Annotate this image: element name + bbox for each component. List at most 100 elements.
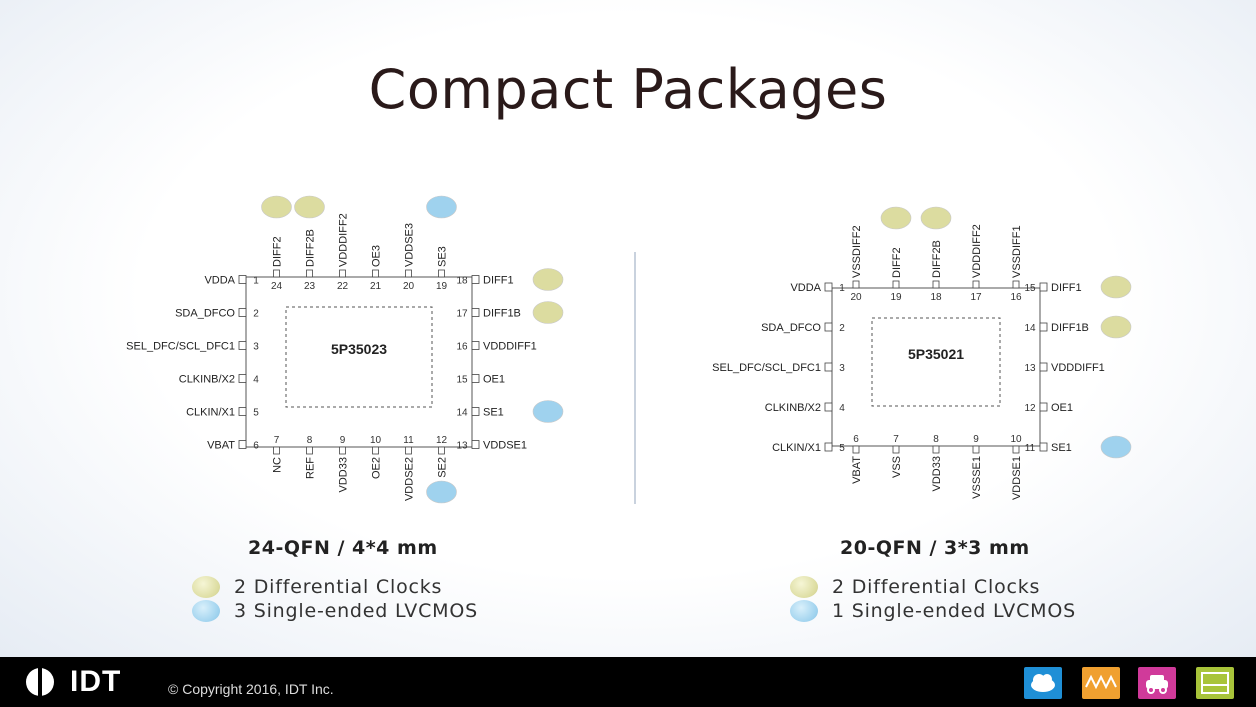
pin-label: SEL_DFC/SCL_DFC1 <box>712 362 821 374</box>
pin-pad <box>824 322 833 332</box>
pin-label: NC <box>272 457 284 473</box>
pin-label: VDD33 <box>338 457 350 492</box>
pin-pad <box>339 446 346 455</box>
pin-pad <box>273 446 280 455</box>
pin-number: 13 <box>1024 363 1036 374</box>
pin-pad <box>372 446 379 455</box>
pin-pad <box>405 446 412 455</box>
pin-label: SE1 <box>1051 442 1072 454</box>
pin-label: VDDSE1 <box>1011 456 1023 500</box>
legend-text: 2 Differential Clocks <box>832 576 1041 598</box>
pin-pad <box>1039 442 1048 452</box>
pin-number: 17 <box>456 309 468 320</box>
pin-number: 6 <box>253 441 259 452</box>
pin-label: VBAT <box>207 440 235 452</box>
package-body <box>245 276 473 448</box>
yellow-marker-icon <box>920 206 952 230</box>
pin-number: 14 <box>1024 323 1036 334</box>
pin-label: DIFF2 <box>272 236 284 267</box>
pin-number: 15 <box>1024 283 1036 294</box>
chip-part-number: 5P35021 <box>908 346 964 362</box>
pin-number: 12 <box>1024 403 1036 414</box>
pin-number: 15 <box>456 375 468 386</box>
pin-pad <box>824 362 833 372</box>
pin-label: REF <box>305 457 317 479</box>
pin-number: 19 <box>890 292 902 303</box>
pin-number: 9 <box>973 434 979 445</box>
pin-pad <box>824 402 833 412</box>
legend-item: 3 Single-ended LVCMOS <box>192 600 478 622</box>
pin-pad <box>824 442 833 452</box>
pin-pad <box>306 269 313 278</box>
die-pad <box>285 306 433 408</box>
yellow-marker-icon <box>261 195 292 219</box>
pin-pad <box>1012 445 1020 454</box>
pin-label: VBAT <box>851 456 863 484</box>
pin-label: VDDDIFF2 <box>971 224 983 278</box>
pin-pad <box>339 269 346 278</box>
pin-number: 24 <box>271 281 283 292</box>
pin-pad <box>372 269 379 278</box>
pin-pad <box>238 374 247 383</box>
pin-label: VDDSE1 <box>483 440 527 452</box>
pin-number: 18 <box>456 276 468 287</box>
pin-pad <box>972 280 980 289</box>
blue-marker-icon <box>426 480 457 504</box>
pin-pad <box>238 275 247 284</box>
pin-pad <box>471 440 480 449</box>
pin-label: SDA_DFCO <box>761 322 821 334</box>
pin-label: CLKIN/X1 <box>772 442 821 454</box>
legend-item: 2 Differential Clocks <box>192 576 442 598</box>
package-body <box>831 287 1041 447</box>
pin-label: CLKINB/X2 <box>179 374 235 386</box>
pin-number: 2 <box>253 309 259 320</box>
pin-label: DIFF2B <box>931 240 943 278</box>
divider <box>634 252 636 504</box>
legend-item: 2 Differential Clocks <box>790 576 1040 598</box>
pin-label: DIFF1B <box>483 308 521 320</box>
pin-number: 7 <box>274 435 280 446</box>
pin-pad <box>438 446 445 455</box>
pin-label: VDDDIFF1 <box>1051 362 1105 374</box>
pin-number: 17 <box>970 292 982 303</box>
blue-marker-icon <box>532 400 564 423</box>
chip-part-number: 5P35023 <box>331 341 387 357</box>
pin-number: 10 <box>1010 434 1022 445</box>
pin-label: VDDSE2 <box>404 457 416 501</box>
pin-pad <box>471 341 480 350</box>
blue-dot-icon <box>192 600 220 622</box>
pin-number: 4 <box>253 375 259 386</box>
pin-label: VDDSE3 <box>404 223 416 267</box>
pin-label: SDA_DFCO <box>175 308 235 320</box>
pin-pad <box>852 445 860 454</box>
pin-number: 4 <box>839 403 845 414</box>
pin-label: VSSSE1 <box>971 456 983 499</box>
idt-logo-icon <box>26 668 54 696</box>
pin-number: 9 <box>340 435 346 446</box>
pin-number: 1 <box>253 276 259 287</box>
legend-text: 2 Differential Clocks <box>234 576 443 598</box>
pin-number: 8 <box>307 435 313 446</box>
pin-number: 22 <box>337 281 349 292</box>
legend-text: 1 Single-ended LVCMOS <box>832 600 1076 622</box>
pin-number: 5 <box>253 408 259 419</box>
pin-number: 2 <box>839 323 845 334</box>
pin-pad <box>852 280 860 289</box>
copyright-text: © Copyright 2016, IDT Inc. <box>168 681 334 697</box>
yellow-marker-icon <box>532 268 564 291</box>
slide-title: Compact Packages <box>368 58 888 121</box>
pin-label: VDDDIFF2 <box>338 213 350 267</box>
pin-label: SE3 <box>437 246 449 267</box>
pin-number: 21 <box>370 281 382 292</box>
yellow-marker-icon <box>1100 275 1132 299</box>
pin-pad <box>1012 280 1020 289</box>
pin-pad <box>471 308 480 317</box>
yellow-dot-icon <box>192 576 220 598</box>
pin-label: VDDA <box>790 282 821 294</box>
package-diagram-20qfn: 5P3502120VSSDIFF219DIFF218DIFF2B17VDDDIF… <box>712 206 1132 500</box>
pin-label: VSSDIFF1 <box>1011 225 1023 278</box>
pin-number: 14 <box>456 408 468 419</box>
pin-pad <box>238 308 247 317</box>
pin-label: OE1 <box>483 374 505 386</box>
